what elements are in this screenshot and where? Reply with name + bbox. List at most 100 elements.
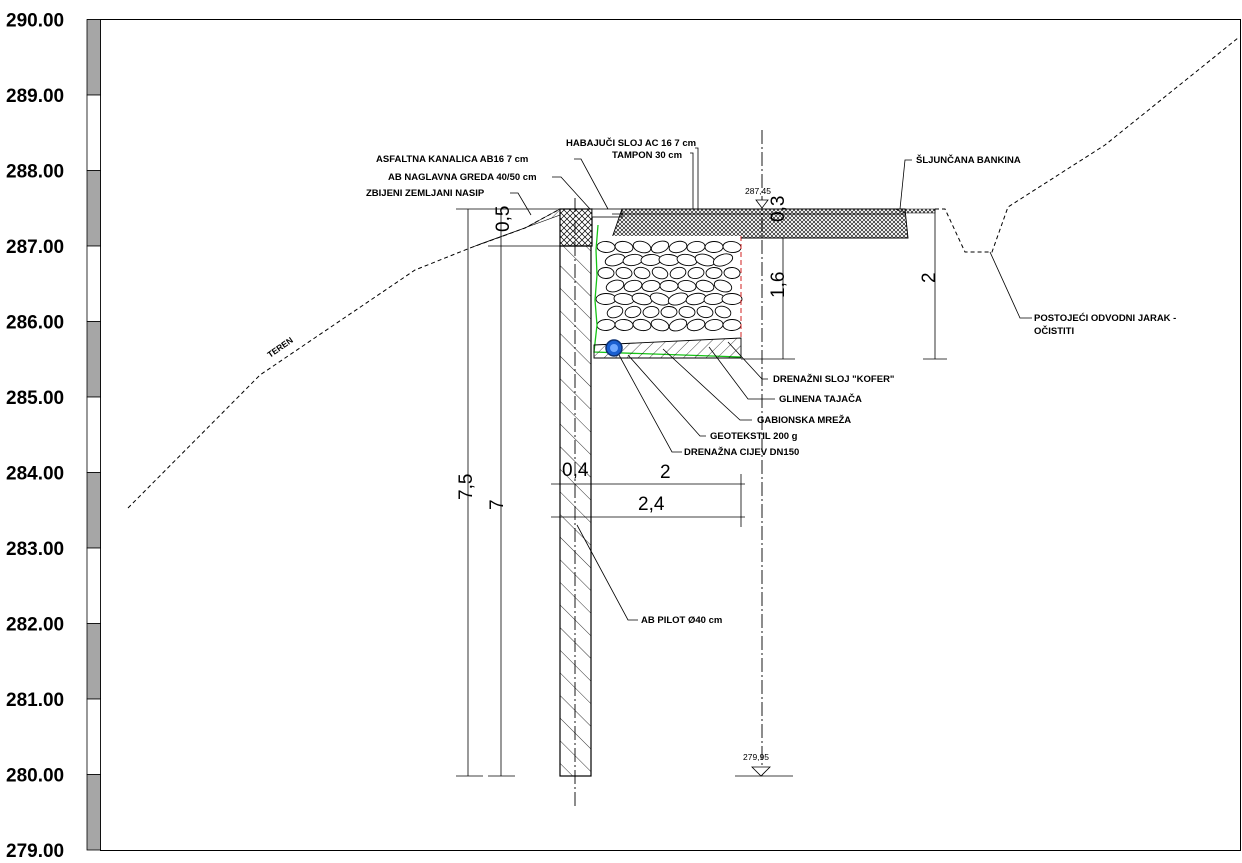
asphalt-gutter: [591, 208, 623, 218]
label-clay: GLINENA TAJAČA: [779, 393, 862, 405]
elevation-label: 287.00: [6, 237, 64, 258]
scale-band: [86, 396, 101, 473]
terrain-label: TEREN: [265, 335, 294, 360]
label-ditch-line-2: OČISTITI: [1034, 325, 1074, 337]
elevation-label: 281.00: [6, 690, 64, 711]
elevation-scale-bar: [86, 19, 101, 851]
leader-pilot: [576, 524, 638, 621]
elevation-label: 289.00: [6, 86, 64, 107]
elevation-label: 284.00: [6, 464, 64, 485]
drainage-stone: [686, 318, 706, 332]
drainage-stone: [668, 240, 688, 254]
leader-nasip: [510, 192, 532, 216]
dim-text-1-6: 1,6: [768, 272, 789, 298]
drainage-stone: [632, 318, 652, 332]
concrete-pile: [559, 245, 592, 777]
cap-beam: [559, 208, 593, 247]
drainage-stone: [677, 279, 697, 293]
leader-gabionska: [662, 348, 752, 421]
leader-geotekstil: [627, 354, 706, 437]
leader-drenazna: [618, 354, 682, 453]
label-compacted-fill: ZBIJENI ZEMLJANI NASIP: [366, 188, 485, 199]
leader-kofer: [727, 341, 768, 380]
drainage-stone: [705, 267, 723, 279]
label-asphalt-gutter: ASFALTNA KANALICA AB16 7 cm: [376, 154, 528, 165]
label-kofer: DRENAŽNI SLOJ "KOFER": [773, 373, 894, 385]
label-gravel-shoulder: ŠLJUNČANA BANKINA: [916, 154, 1021, 166]
drainage-stone: [623, 279, 643, 293]
dim-text-2: 2: [660, 462, 671, 483]
scale-band: [86, 94, 101, 171]
drainage-stone: [714, 305, 732, 319]
leader-asfaltna: [574, 158, 609, 210]
label-pile: AB PILOT Ø40 cm: [641, 615, 722, 626]
drainage-stone: [687, 266, 705, 280]
label-ditch-line-1: POSTOJEĆI ODVODNI JARAK -: [1034, 312, 1176, 324]
dim-text-7: 7: [487, 499, 508, 510]
drain-pipe-inner: [610, 344, 618, 352]
drainage-stone: [721, 293, 743, 305]
drainage-stone: [605, 279, 625, 293]
drainage-stone: [595, 293, 617, 305]
clay-layer: [593, 337, 742, 359]
drainage-stone: [713, 279, 733, 293]
scale-band: [86, 245, 101, 322]
leader-jarak: [989, 251, 1032, 319]
drainage-stone: [660, 306, 678, 318]
drainage-stone: [606, 305, 624, 319]
drainage-stones: [595, 240, 743, 332]
dim-text-0-4: 0,4: [562, 460, 589, 481]
drainage-stone: [678, 306, 696, 318]
leader-naglavna: [552, 176, 591, 210]
top-elevation-marker: [755, 199, 769, 209]
dim-text-ditch: 2: [919, 272, 940, 283]
drainage-stone: [650, 318, 670, 332]
drainage-stone: [615, 267, 633, 279]
drainage-stone: [668, 318, 688, 332]
bottom-elevation-value: 279,95: [743, 752, 769, 762]
drainage-stone: [723, 267, 741, 279]
drainage-stone: [696, 305, 714, 319]
top-elevation-value: 287,45: [745, 186, 771, 196]
scale-band: [86, 170, 101, 247]
drainage-stone: [704, 241, 724, 253]
drainage-stone: [632, 240, 652, 254]
elevation-label: 283.00: [6, 539, 64, 560]
scale-band: [86, 774, 101, 851]
leader-habajuci: [695, 147, 699, 209]
leader-tampon: [690, 152, 694, 209]
elevation-label: 285.00: [6, 388, 64, 409]
drainage-stone: [722, 319, 742, 331]
drainage-stone: [651, 266, 669, 280]
drainage-stone: [669, 266, 687, 280]
label-cap-beam: AB NAGLAVNA GREDA 40/50 cm: [388, 172, 537, 183]
label-wearing-course: HABAJUČI SLOJ AC 16 7 cm: [566, 137, 696, 149]
label-gabion: GABIONSKA MREŽA: [757, 414, 851, 426]
drainage-stone: [712, 253, 734, 267]
label-drain-pipe: DRENAŽNA CIJEV DN150: [684, 446, 799, 458]
elevation-label: 279.00: [6, 841, 64, 862]
drainage-stone: [650, 240, 670, 254]
drainage-stone: [614, 240, 634, 254]
bottom-elevation-marker: [751, 766, 771, 777]
dim-text-0-5: 0,5: [493, 206, 514, 232]
scale-band: [86, 472, 101, 549]
drainage-stone: [642, 306, 660, 318]
compacted-fill: [469, 208, 561, 249]
scale-band: [86, 19, 101, 96]
terrain-line: [127, 208, 561, 509]
drainage-stone: [667, 292, 689, 306]
dim-text-0-3: 0,3: [768, 196, 789, 222]
scale-band: [86, 547, 101, 624]
pavement-layers: [611, 208, 909, 239]
dim-text-7-5: 7,5: [456, 474, 477, 500]
scale-band: [86, 623, 101, 700]
elevation-label: 280.00: [6, 766, 64, 787]
existing-ditch: [935, 37, 1239, 253]
drainage-stone: [624, 305, 642, 319]
drainage-stone: [633, 266, 651, 280]
scale-band: [86, 321, 101, 398]
elevation-label: 282.00: [6, 615, 64, 636]
leader-glinena: [708, 346, 775, 400]
